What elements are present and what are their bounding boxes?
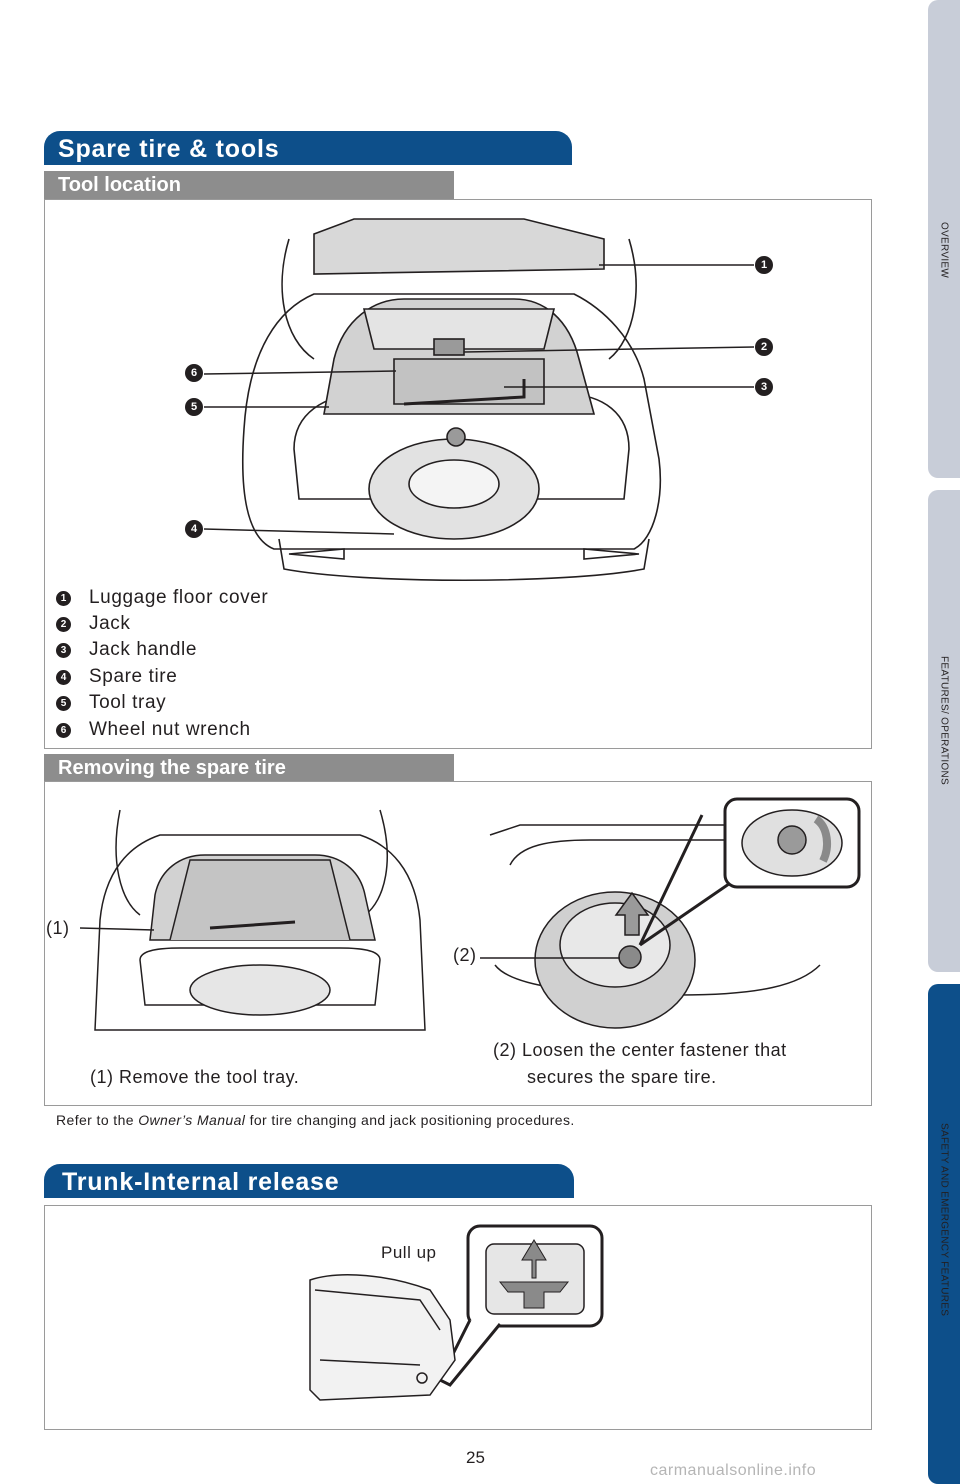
step2-caption-line2: secures the spare tire. xyxy=(527,1067,717,1087)
page-number: 25 xyxy=(466,1448,485,1467)
tab-safety-label: SAFETY AND EMERGENCY FEATURES xyxy=(938,1123,950,1317)
step1-caption: (1) Remove the tool tray. xyxy=(90,1067,300,1087)
spare-tire-title-bar: Spare tire & tools xyxy=(44,131,572,165)
manual-reference-note: Refer to the Owner’s Manual for tire cha… xyxy=(56,1112,575,1128)
legend-item: 6 Wheel nut wrench xyxy=(56,718,251,742)
legend-label: Wheel nut wrench xyxy=(89,719,251,740)
trunk-tool-illustration xyxy=(203,218,755,582)
owners-manual-link: Owner’s Manual xyxy=(138,1112,246,1128)
callout-4: 4 xyxy=(185,520,203,538)
callout-6: 6 xyxy=(185,364,203,382)
trunk-release-title: Trunk-Internal release xyxy=(62,1168,340,1196)
tab-features-label: FEATURES/ OPERATIONS xyxy=(938,655,950,785)
note-suffix: for tire changing and jack positioning p… xyxy=(245,1112,575,1128)
step2-caption-line1: (2) Loosen the center fastener that xyxy=(493,1040,787,1060)
trunk-release-illustration xyxy=(309,1224,604,1401)
legend-label: Jack handle xyxy=(89,639,198,660)
legend-number: 4 xyxy=(56,669,71,685)
legend-label: Tool tray xyxy=(89,692,167,713)
legend-item: 1 Luggage floor cover xyxy=(56,586,268,610)
legend-item: 2 Jack xyxy=(56,612,130,636)
callout-3: 3 xyxy=(755,378,773,396)
legend-item: 3 Jack handle xyxy=(56,638,197,662)
pull-up-label: Pull up xyxy=(381,1243,437,1262)
trunk-release-title-bar: Trunk-Internal release xyxy=(44,1164,574,1198)
callout-1: 1 xyxy=(755,256,773,274)
tab-overview-label: OVERVIEW xyxy=(938,221,950,279)
legend-number: 5 xyxy=(56,695,71,711)
trunk-release-panel xyxy=(44,1205,872,1430)
legend-item: 5 Tool tray xyxy=(56,691,166,715)
tool-location-heading-bar: Tool location xyxy=(44,171,454,199)
loosen-fastener-illustration xyxy=(480,797,861,1029)
removing-heading-bar: Removing the spare tire xyxy=(44,754,454,782)
legend-number: 1 xyxy=(56,590,71,606)
spare-tire-title: Spare tire & tools xyxy=(58,135,280,163)
legend-label: Luggage floor cover xyxy=(89,587,269,608)
section-sidebar: OVERVIEW FEATURES/ OPERATIONS SAFETY AND… xyxy=(928,0,960,1484)
step1-marker: (1) xyxy=(46,918,70,938)
tab-features-operations[interactable] xyxy=(928,490,960,972)
callout-2: 2 xyxy=(755,338,773,356)
legend-number: 6 xyxy=(56,722,71,738)
callout-5: 5 xyxy=(185,398,203,416)
tool-location-panel xyxy=(44,199,872,749)
remove-tray-illustration xyxy=(80,809,426,1031)
legend-number: 2 xyxy=(56,616,71,632)
tab-safety-emergency[interactable] xyxy=(928,984,960,1484)
step2-marker: (2) xyxy=(453,945,477,965)
tab-overview[interactable] xyxy=(928,0,960,478)
legend-item: 4 Spare tire xyxy=(56,665,177,689)
legend-number: 3 xyxy=(56,642,71,658)
removing-heading: Removing the spare tire xyxy=(58,757,286,779)
watermark: carmanualsonline.info xyxy=(650,1462,817,1479)
legend-label: Spare tire xyxy=(89,666,178,687)
legend-label: Jack xyxy=(89,613,131,634)
tool-location-heading: Tool location xyxy=(58,174,181,196)
note-prefix: Refer to the xyxy=(56,1112,139,1128)
